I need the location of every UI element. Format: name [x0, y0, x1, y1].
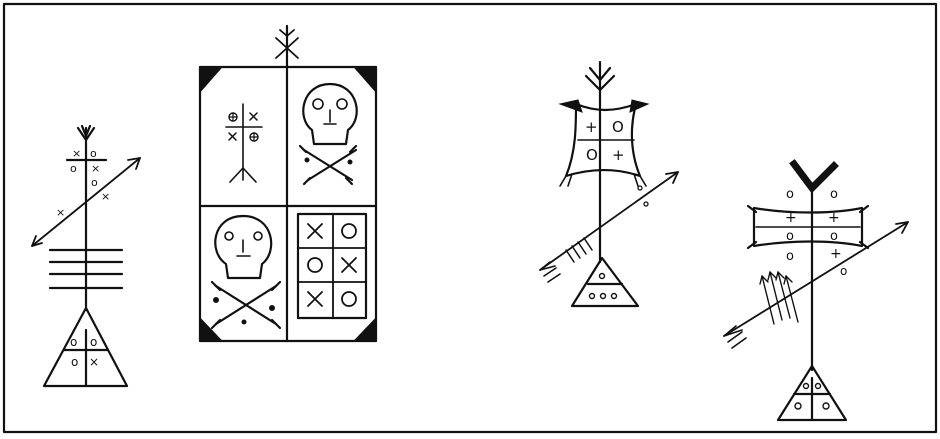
- glyph-mark: o: [840, 264, 847, 278]
- skull-crossbones-icon: [298, 82, 358, 186]
- glyph-mark: ×: [101, 190, 110, 203]
- fork-top-icon: [789, 159, 839, 194]
- x-mark-icon: [249, 112, 258, 121]
- arrow-tail-icon: [31, 235, 43, 247]
- glyph-mark: O: [612, 118, 624, 136]
- figure-skull-panel: [198, 24, 378, 343]
- arrow-head-icon: [665, 171, 679, 184]
- glyph-mark: o: [70, 335, 77, 349]
- glyph-mark: o: [90, 147, 97, 160]
- glyph-mark: +: [585, 118, 598, 136]
- dot-mark: [643, 201, 649, 207]
- dot-mark: [610, 292, 618, 300]
- corner-mark: [199, 316, 224, 342]
- arrow-cluster-icon: [759, 271, 793, 285]
- glyph-mark: O: [586, 146, 598, 164]
- dot-mark: [814, 382, 822, 390]
- dot-mark: [794, 402, 802, 410]
- arrow-fletching-icon: [539, 261, 561, 283]
- arrow-cluster-icon: [761, 271, 799, 325]
- o-mark-icon: [341, 291, 357, 307]
- circled-plus-icon: [249, 132, 259, 142]
- x-mark-icon: [341, 257, 357, 273]
- banner-edge: [746, 204, 870, 250]
- arrow-shaft: [723, 221, 909, 337]
- figure-forked-staff: o o + + o o o + o: [723, 159, 909, 422]
- o-mark-icon: [307, 257, 323, 273]
- glyph-mark: o: [71, 355, 78, 369]
- glyph-mark: o: [830, 229, 838, 244]
- o-mark-icon: [341, 223, 357, 239]
- glyph-mark: +: [828, 210, 840, 226]
- tic-tac-toe-grid: [296, 212, 368, 320]
- banner-shape: [752, 206, 864, 248]
- trident-top-icon: [76, 124, 96, 150]
- figure-cross-banner-staff: + O O +: [539, 60, 679, 308]
- glyph-mark: o: [786, 229, 794, 244]
- arrow-head-icon: [895, 221, 909, 234]
- x-mark-icon: [307, 223, 323, 239]
- glyph-mark: o: [90, 335, 97, 349]
- dot-mark: [802, 382, 810, 390]
- glyph-mark: +: [785, 210, 797, 226]
- glyph-mark: +: [830, 246, 842, 262]
- arrow-shaft: [31, 157, 141, 247]
- triangle-base: [570, 256, 640, 308]
- glyph-mark: ×: [91, 162, 100, 175]
- glyph-mark: ×: [56, 206, 65, 219]
- corner-mark: [352, 66, 377, 94]
- x-mark-icon: [307, 291, 323, 307]
- arrow-head-icon: [127, 157, 141, 170]
- glyph-mark: ×: [89, 355, 99, 369]
- arrow-fletching-icon: [723, 325, 747, 349]
- glyph-mark: o: [91, 176, 98, 189]
- glyph-mark: o: [70, 162, 77, 175]
- frame-border: [2, 2, 938, 434]
- dot-mark: [588, 292, 596, 300]
- glyph-mark: o: [830, 187, 838, 202]
- glyph-mark: +: [612, 146, 625, 164]
- corner-mark: [199, 66, 224, 94]
- banner-fringe: [559, 173, 647, 187]
- dot-mark: [598, 272, 606, 280]
- figure-staff-ladder: × o o × o × × o o o ×: [31, 124, 141, 388]
- glyph-mark: ×: [72, 147, 81, 160]
- x-mark-icon: [228, 132, 237, 141]
- banner-tassel: [629, 99, 650, 113]
- corner-mark: [352, 316, 377, 342]
- banner-tassel: [558, 99, 583, 113]
- glyph-mark: o: [786, 187, 794, 202]
- circled-plus-icon: [228, 112, 238, 122]
- star-top-icon: [275, 29, 299, 59]
- skull-crossbones-icon: [210, 214, 282, 330]
- arrow-shaft: [539, 171, 679, 271]
- cell-legs-icon: [229, 167, 257, 183]
- arrow-hatch: [565, 237, 593, 263]
- glyph-mark: o: [786, 249, 794, 264]
- dot-mark: [599, 292, 607, 300]
- dot-mark: [637, 185, 643, 191]
- dot-mark: [822, 402, 830, 410]
